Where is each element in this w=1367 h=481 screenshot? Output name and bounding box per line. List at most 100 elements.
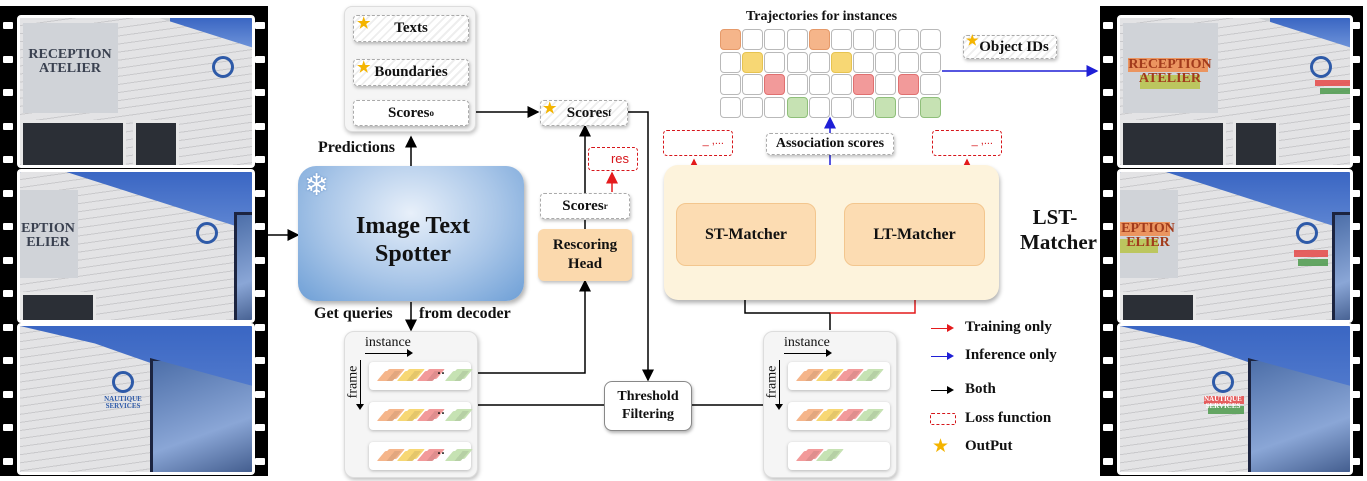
trajectory-cell-filled	[764, 74, 786, 95]
nautique-logo-icon	[196, 222, 218, 244]
sprocket-hole	[1350, 323, 1360, 331]
sprocket-hole	[1350, 189, 1360, 197]
output-frame-2: EPTION ELIER	[1117, 169, 1353, 323]
trajectory-cell-empty	[764, 96, 786, 118]
more-instances-ellipsis: ··	[437, 406, 446, 420]
sprocket-hole	[1350, 156, 1360, 163]
instance-axis-label: instance	[784, 335, 830, 350]
query-frame-row	[788, 362, 890, 390]
trajectory-cell-empty	[764, 51, 786, 73]
sprocket-hole	[3, 156, 13, 163]
sprocket-hole	[3, 223, 13, 230]
legend-label: Both	[965, 381, 996, 397]
trajectory-cell-empty	[808, 51, 830, 73]
sprocket-hole	[255, 290, 265, 297]
detected-text-box	[1320, 88, 1350, 94]
detected-text-box	[1128, 58, 1208, 72]
trajectory-cell-empty	[875, 29, 897, 50]
sprocket-hole	[255, 89, 265, 96]
trajectory-cell-empty	[919, 51, 941, 73]
lt-matcher: LT-Matcher	[844, 203, 985, 266]
trajectory-cell-empty	[897, 96, 919, 118]
sprocket-hole	[3, 22, 13, 29]
trajectory-cell-empty	[808, 96, 830, 118]
sprocket-hole	[1103, 189, 1113, 197]
st-matcher: ST-Matcher	[676, 203, 816, 266]
lst-matcher-title: LST- Matcher	[1020, 205, 1097, 254]
sprocket-hole	[3, 256, 13, 264]
query-frame-row: ··	[369, 402, 471, 430]
sprocket-hole	[1103, 156, 1113, 163]
sprocket-hole	[1350, 223, 1360, 230]
query-frame-row: ··	[369, 442, 471, 470]
legend-item: Loss function	[925, 409, 1095, 431]
from-decoder-label: from decoder	[419, 305, 511, 322]
trajectory-cell-empty	[720, 51, 741, 73]
trajectory-cell-empty	[853, 96, 875, 118]
arrowhead-icon	[947, 386, 954, 394]
input-video-filmstrip: RECEPTION ATELIER EPTION ELIER NAUTIQUE …	[0, 6, 268, 476]
output-frame-1: RECEPTION ATELIER	[1117, 15, 1353, 168]
trajectory-cell-empty	[786, 74, 808, 95]
trajectory-cell-empty	[919, 74, 941, 95]
output-frame-3: NAUTIQUE SERVICES	[1117, 323, 1353, 475]
sprocket-hole	[1350, 357, 1360, 364]
threshold-filtering: Threshold Filtering	[604, 381, 692, 431]
sprocket-hole	[1350, 256, 1360, 264]
trajectory-cell-empty	[875, 74, 897, 95]
lst-matcher-block: ST-Matcher LT-Matcher	[664, 165, 999, 300]
trajectory-cell-empty	[720, 74, 741, 95]
legend-label: Training only	[965, 319, 1052, 335]
trajectory-cell-filled	[742, 51, 764, 73]
sprocket-hole	[1103, 256, 1113, 264]
decoder-queries-panel: instance frame ······	[344, 331, 478, 478]
detected-text-box	[1120, 239, 1158, 253]
sprocket-hole	[1103, 357, 1113, 364]
trajectory-cell-empty	[919, 29, 941, 50]
sprocket-hole	[255, 256, 265, 264]
sprocket-hole	[255, 457, 265, 465]
trajectory-cell-empty	[742, 74, 764, 95]
legend-label: OutPut	[965, 438, 1013, 454]
sprocket-hole	[255, 189, 265, 197]
detected-text-box	[1315, 80, 1350, 86]
instance-query-token	[444, 411, 470, 421]
trajectory-cell-empty	[720, 96, 741, 118]
texts-output: ★ Texts	[353, 15, 469, 42]
nautique-logo-icon	[212, 56, 234, 78]
sprocket-hole	[3, 189, 13, 197]
output-star-icon: ★	[543, 101, 557, 117]
nautique-logo-icon	[1212, 371, 1234, 393]
trajectory-cell-empty	[831, 96, 852, 118]
sprocket-hole	[1103, 22, 1113, 29]
detected-text-box	[1208, 406, 1244, 414]
sprocket-hole	[3, 390, 13, 398]
input-frame-3: NAUTIQUE SERVICES	[17, 323, 255, 475]
legend-dashed-box-icon	[930, 413, 956, 425]
trajectory-cell-empty	[831, 74, 852, 95]
trajectories-title: Trajectories for instances	[746, 9, 898, 24]
input-frame-1: RECEPTION ATELIER	[17, 15, 255, 168]
sprocket-hole	[1103, 457, 1113, 465]
trajectory-cell-filled	[897, 74, 919, 95]
nautique-logo-icon	[1310, 56, 1332, 78]
instance-query-token	[444, 451, 470, 461]
sprocket-hole	[1350, 290, 1360, 297]
snowflake-icon: ❄	[304, 169, 330, 202]
trajectory-cell-empty	[764, 29, 786, 50]
sprocket-hole	[1350, 22, 1360, 29]
sprocket-hole	[1350, 55, 1360, 63]
legend-item: Inference only	[925, 346, 1095, 368]
st-matcher-loss: _ ,...	[663, 130, 733, 156]
predictions-label: Predictions	[318, 139, 396, 156]
rescoring-loss: res	[588, 147, 638, 171]
detected-text-box	[1140, 75, 1200, 89]
sprocket-hole	[255, 156, 265, 163]
instance-query-token	[815, 451, 841, 461]
trajectory-cell-empty	[742, 29, 764, 50]
sprocket-hole	[3, 122, 13, 130]
